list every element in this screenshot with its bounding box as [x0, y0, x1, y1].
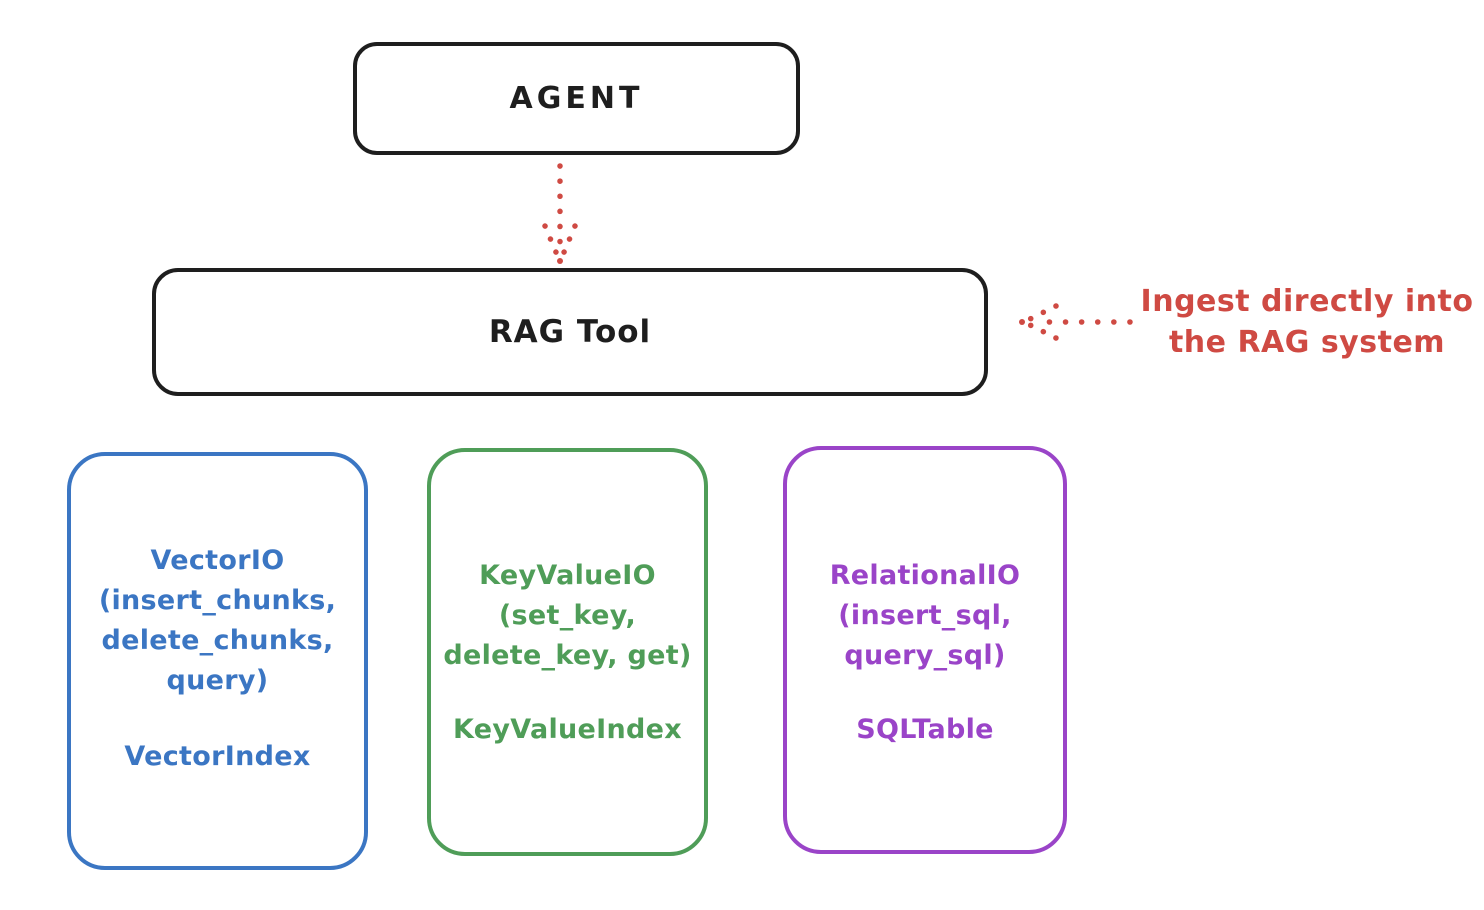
ingest-annotation-line2: the RAG system — [1168, 325, 1446, 360]
keyvalue-io-box: KeyValueIO (set_key, delete_key, get) Ke… — [427, 448, 708, 856]
sql-table-label: SQLTable — [856, 714, 994, 745]
keyvalue-io-title: KeyValueIO — [479, 560, 656, 591]
keyvalue-index-label: KeyValueIndex — [452, 714, 682, 745]
keyvalue-io-method-line: (set_key, — [498, 600, 637, 631]
ingest-annotation-line1: Ingest directly into — [1140, 284, 1474, 319]
vector-io-method-line: query) — [166, 665, 269, 696]
agent-box: AGENT — [353, 42, 800, 155]
ingest-arrow-icon — [1019, 303, 1133, 341]
ingest-annotation: Ingest directly into the RAG system — [1130, 281, 1484, 363]
vector-index-label: VectorIndex — [124, 741, 311, 772]
agent-to-ragtool-arrow-icon — [542, 163, 578, 264]
vector-io-box: VectorIO (insert_chunks, delete_chunks, … — [67, 452, 368, 870]
vector-io-title: VectorIO — [150, 545, 285, 576]
vector-io-method-line: delete_chunks, — [101, 625, 334, 656]
rag-tool-box: RAG Tool — [152, 268, 988, 396]
vector-io-method-line: (insert_chunks, — [98, 585, 337, 616]
relational-io-title: RelationalIO — [829, 560, 1021, 591]
rag-tool-box-label: RAG Tool — [488, 314, 652, 350]
relational-io-method-line: query_sql) — [844, 640, 1006, 671]
relational-io-method-line: (insert_sql, — [838, 600, 1012, 631]
agent-box-label: AGENT — [509, 81, 644, 116]
relational-io-box: RelationalIO (insert_sql, query_sql) SQL… — [783, 446, 1067, 854]
keyvalue-io-method-line: delete_key, get) — [443, 640, 692, 671]
